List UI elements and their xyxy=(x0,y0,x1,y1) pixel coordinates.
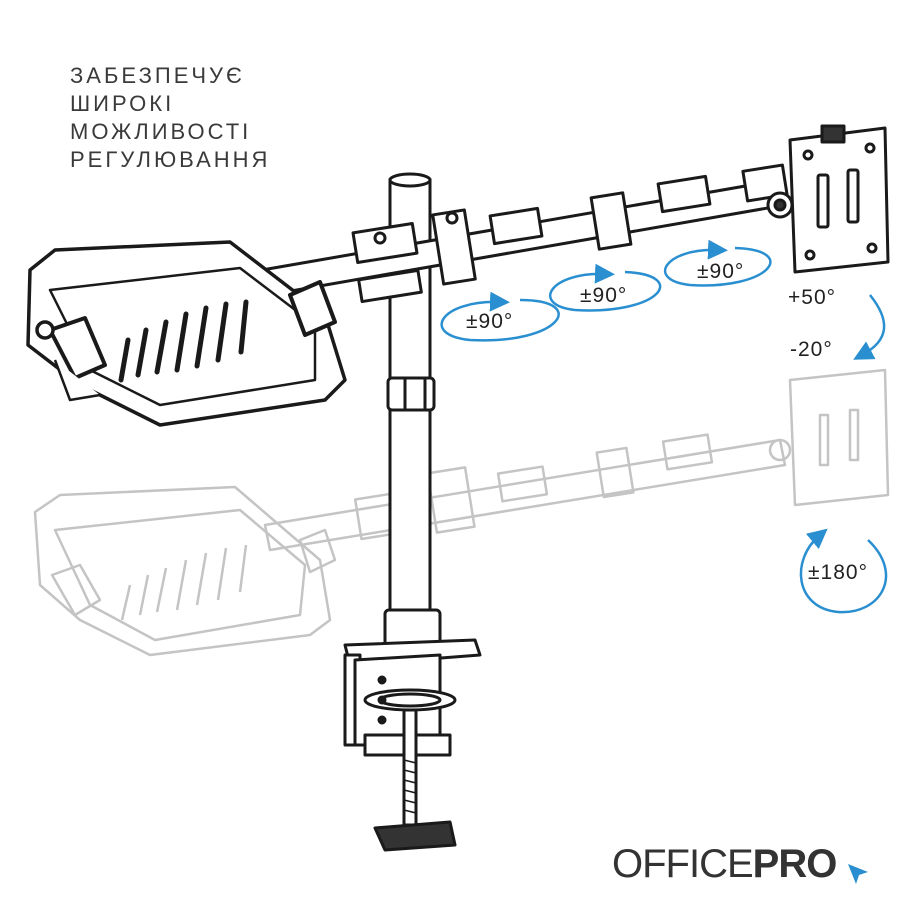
laptop-tray xyxy=(26,240,347,427)
cursor-icon xyxy=(848,864,868,884)
angle-label-swivel-1: ±90° xyxy=(466,310,514,333)
headline-line-4: РЕГУЛЮВАННЯ xyxy=(70,147,271,172)
brand-logo: OFFICEPRO xyxy=(612,842,838,887)
desk-clamp xyxy=(343,638,482,852)
headline-line-3: МОЖЛИВОСТІ xyxy=(70,119,252,144)
arrow-swivel-3 xyxy=(664,239,772,287)
brand-part-2: PRO xyxy=(752,842,838,886)
arrow-swivel-1 xyxy=(440,291,560,342)
tray-slots xyxy=(118,299,249,383)
angle-label-tilt-up: +50° xyxy=(788,286,837,309)
arrow-swivel-2 xyxy=(549,263,662,312)
ghost-tray-slots xyxy=(120,544,248,621)
vesa-plate xyxy=(766,124,890,274)
adjustment-arrows xyxy=(440,239,888,614)
arrow-rotation xyxy=(799,528,888,614)
arrow-tilt xyxy=(853,294,886,360)
headline-line-1: ЗАБЕЗПЕЧУЄ xyxy=(70,63,245,88)
brand-part-1: OFFICE xyxy=(612,842,754,886)
angle-label-tilt-down: -20° xyxy=(790,338,833,361)
angle-label-swivel-3: ±90° xyxy=(697,260,745,283)
angle-label-rotation: ±180° xyxy=(808,561,868,584)
angle-label-swivel-2: ±90° xyxy=(580,284,628,307)
headline: ЗАБЕЗПЕЧУЄ ШИРОКІ МОЖЛИВОСТІ РЕГУЛЮВАННЯ xyxy=(70,62,270,174)
headline-line-2: ШИРОКІ xyxy=(70,91,175,116)
